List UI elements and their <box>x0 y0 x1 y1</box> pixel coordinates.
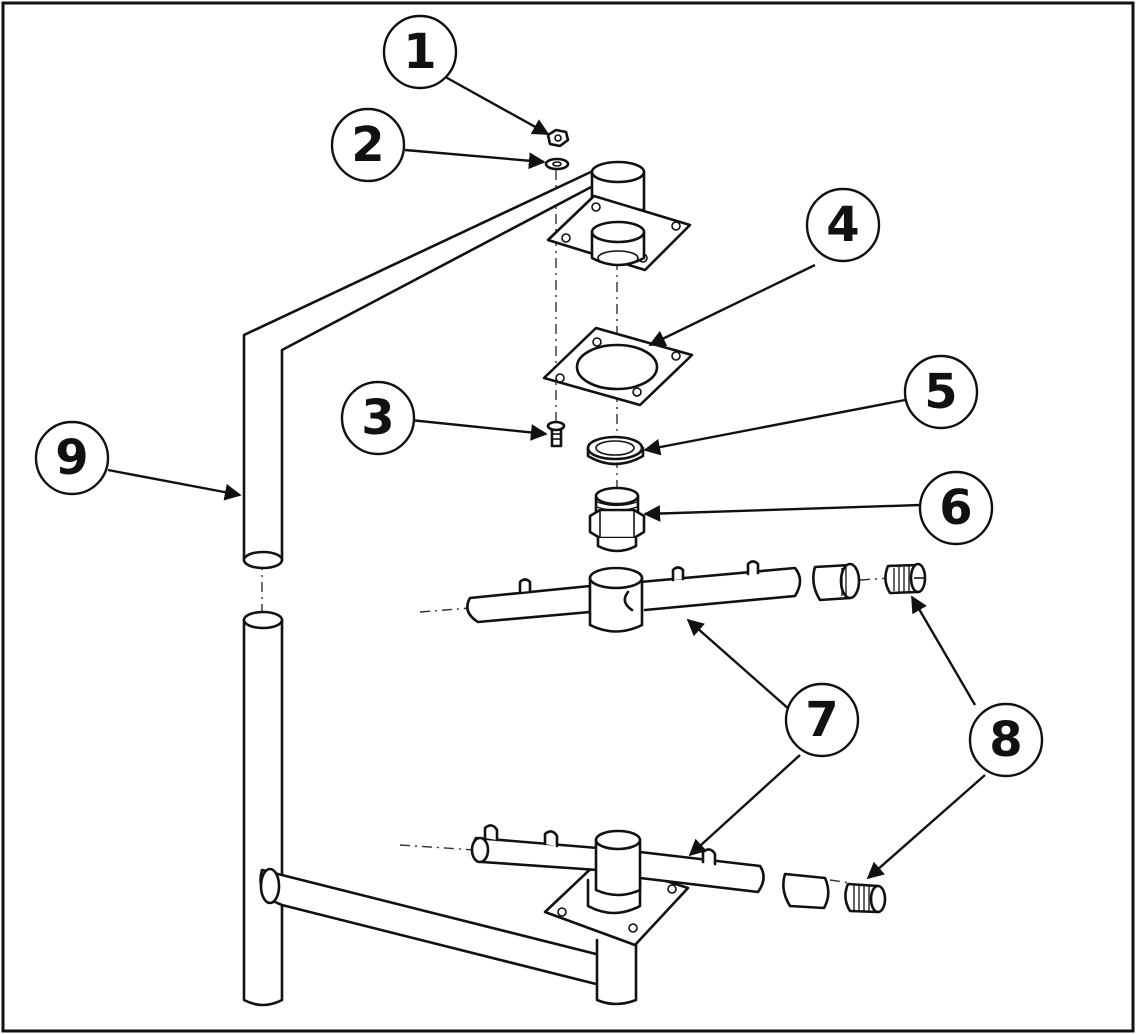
tee-assembly-upper-part-7 <box>466 560 927 633</box>
callout-6: 6 <box>918 470 994 546</box>
callout-3: 3 <box>340 380 416 456</box>
hex-nut-part-1 <box>546 128 570 148</box>
callout-3-label: 3 <box>361 390 394 446</box>
callout-8-label: 8 <box>989 712 1022 768</box>
callout-8-upper: 8 <box>968 702 1044 778</box>
callout-7-upper-label: 7 <box>805 692 838 748</box>
standpipe-part-9 <box>242 168 638 1007</box>
washer-part-2 <box>544 157 570 171</box>
callout-6-label: 6 <box>939 480 972 536</box>
callout-2: 2 <box>330 107 406 183</box>
callout-4: 4 <box>805 187 881 263</box>
callout-4-label: 4 <box>826 197 859 253</box>
callout-5-label: 5 <box>924 364 957 420</box>
tee-assembly-lower-part-7 <box>470 824 887 947</box>
callout-5: 5 <box>903 354 979 430</box>
callout-9: 9 <box>34 420 110 496</box>
nipple-part-6 <box>588 486 646 553</box>
callout-2-label: 2 <box>351 117 384 173</box>
ring-part-5 <box>586 435 645 466</box>
leader-lines <box>107 72 986 880</box>
gasket-part-4 <box>542 326 694 407</box>
assembly-centerlines <box>261 170 891 884</box>
callout-9-label: 9 <box>55 430 88 486</box>
callout-1-label: 1 <box>403 24 436 80</box>
upper-flange-socket <box>546 160 692 272</box>
bolt-part-3 <box>546 420 566 448</box>
callout-7-upper: 7 <box>784 682 860 758</box>
callout-1: 1 <box>382 14 458 90</box>
